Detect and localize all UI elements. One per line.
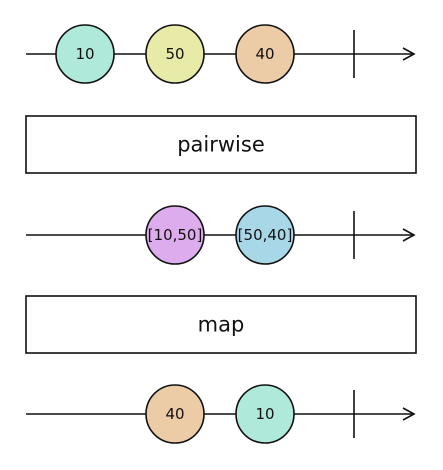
- marble-label: [10,50]: [148, 226, 203, 244]
- operator-box-pairwise: pairwise: [25, 115, 417, 174]
- timeline-source: 10 50 40: [26, 24, 416, 84]
- marble-label: 40: [255, 45, 274, 63]
- marble-label: 10: [75, 45, 94, 63]
- marble: 40: [235, 24, 295, 84]
- operator-box-map: map: [25, 295, 417, 354]
- marble-label: 40: [165, 405, 184, 423]
- marble-label: [50,40]: [238, 226, 293, 244]
- operator-label: pairwise: [177, 133, 265, 157]
- timeline-pairwise-output: [10,50] [50,40]: [26, 205, 416, 265]
- timeline-map-output: 40 10: [26, 384, 416, 444]
- marble-label: 10: [255, 405, 274, 423]
- marble: [10,50]: [145, 205, 205, 265]
- marble: [50,40]: [235, 205, 295, 265]
- marble: 50: [145, 24, 205, 84]
- marble-label: 50: [165, 45, 184, 63]
- marble: 40: [145, 384, 205, 444]
- marble: 10: [55, 24, 115, 84]
- operator-label: map: [198, 313, 245, 337]
- marble: 10: [235, 384, 295, 444]
